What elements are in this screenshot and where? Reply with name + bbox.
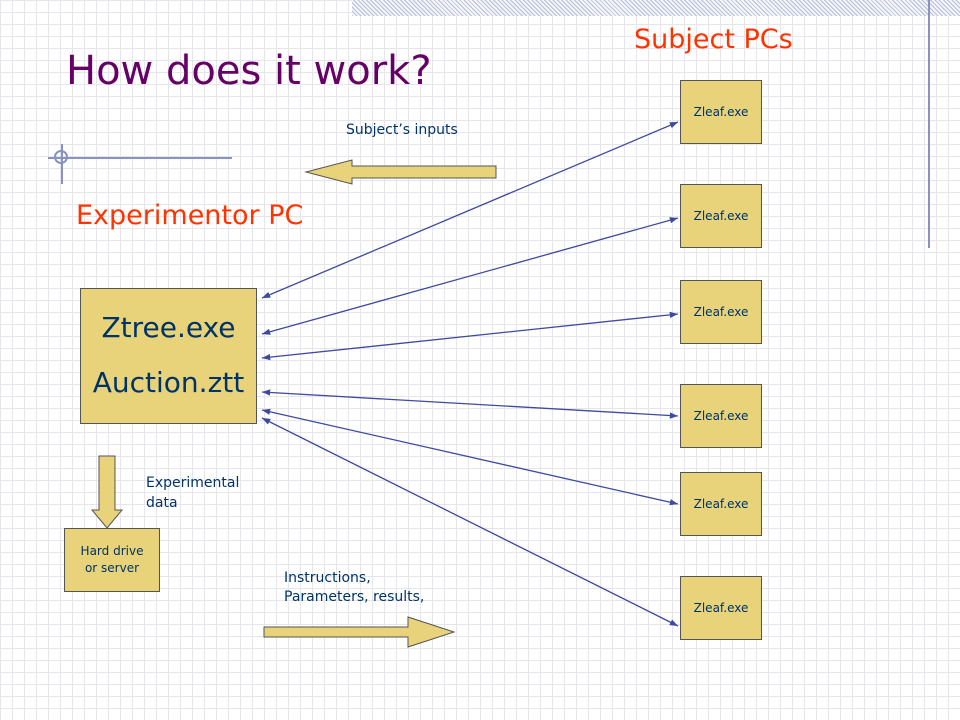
experimental-data-label-line1: Experimental xyxy=(146,475,240,491)
title-rule-circle xyxy=(54,150,68,164)
ztree-program-label: Ztree.exe xyxy=(101,311,236,344)
connector-line-3 xyxy=(261,311,679,361)
experimental-data-label-line2: data xyxy=(146,495,178,511)
subject-pc-box-5: Zleaf.exe xyxy=(680,472,762,536)
subject-inputs-arrow xyxy=(304,159,497,185)
hard-drive-label-line1: Hard drive xyxy=(80,544,144,558)
subject-pc-label: Zleaf.exe xyxy=(693,305,749,319)
right-border-line xyxy=(928,0,930,248)
instructions-arrow xyxy=(263,616,456,648)
connector-line-2 xyxy=(261,217,679,335)
connector-line-5 xyxy=(261,408,679,506)
title-rule-horizontal xyxy=(48,157,232,159)
hard-drive-box: Hard drive or server xyxy=(64,528,160,592)
header-hatch-band xyxy=(352,0,960,16)
subject-pc-label: Zleaf.exe xyxy=(693,409,749,423)
subject-pc-box-4: Zleaf.exe xyxy=(680,384,762,448)
subject-pc-label: Zleaf.exe xyxy=(693,497,749,511)
slide-title: How does it work? xyxy=(66,48,432,94)
subject-pc-label: Zleaf.exe xyxy=(693,105,749,119)
title-rule-vertical xyxy=(61,144,63,184)
subject-pc-box-1: Zleaf.exe xyxy=(680,80,762,144)
subject-pc-box-2: Zleaf.exe xyxy=(680,184,762,248)
instructions-label-line2: Parameters, results, xyxy=(284,589,425,605)
experimenter-pc-box: Ztree.exe Auction.ztt xyxy=(80,288,257,424)
subject-pc-label: Zleaf.exe xyxy=(693,601,749,615)
connector-line-1 xyxy=(261,121,679,299)
experimental-data-arrow xyxy=(90,455,124,529)
instructions-label-line1: Instructions, xyxy=(284,570,371,586)
connector-line-4 xyxy=(261,389,679,419)
connector-line-6 xyxy=(261,417,679,627)
subject-pc-box-3: Zleaf.exe xyxy=(680,280,762,344)
subject-inputs-label: Subject’s inputs xyxy=(346,122,458,138)
hard-drive-label-line2: or server xyxy=(84,561,140,575)
auction-treatment-label: Auction.ztt xyxy=(92,366,245,399)
subject-pcs-heading: Subject PCs xyxy=(634,24,793,55)
subject-pc-box-6: Zleaf.exe xyxy=(680,576,762,640)
subject-pc-label: Zleaf.exe xyxy=(693,209,749,223)
